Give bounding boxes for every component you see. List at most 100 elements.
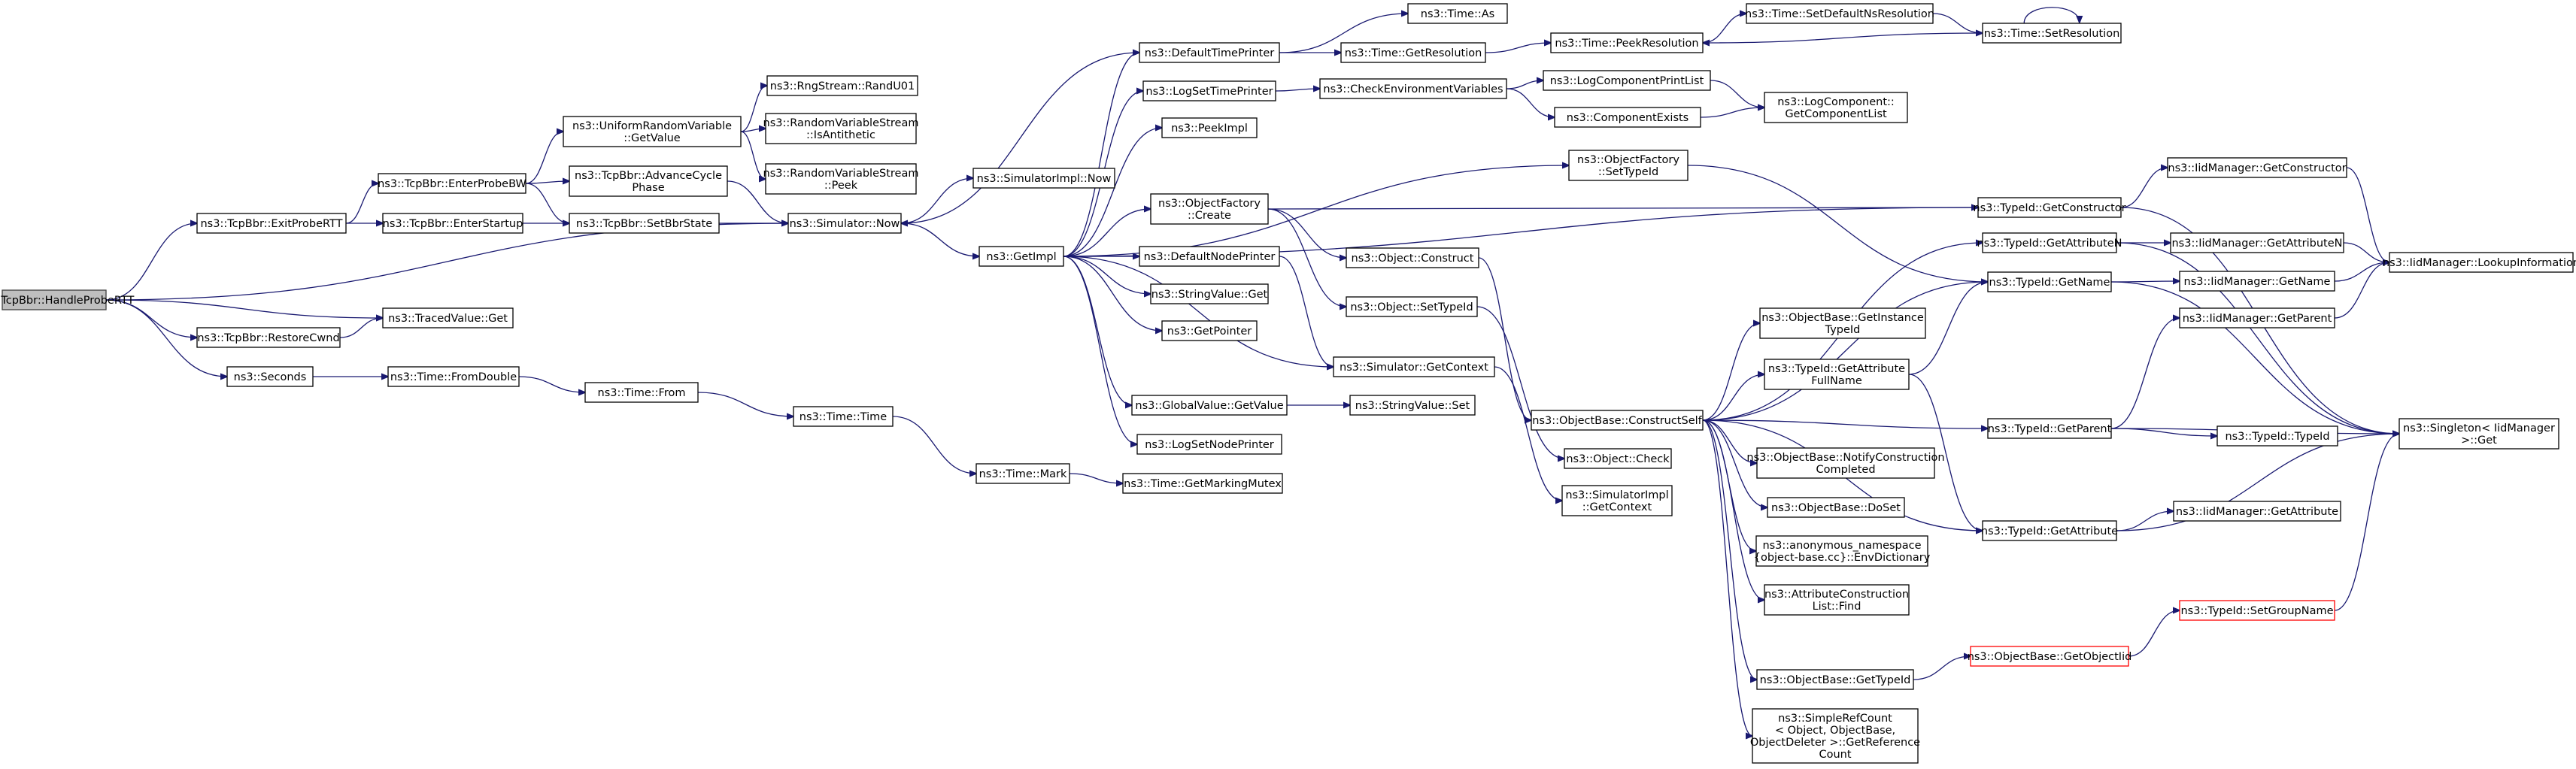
node-get-pointer[interactable]: ns3::GetPointer [1161,320,1258,341]
node-type-id-get-parent[interactable]: ns3::TypeId::GetParent [1987,418,2112,439]
node-box [382,213,523,234]
node-object-set-type-id[interactable]: ns3::Object::SetTypeId [1346,296,1478,317]
node-set-bbr-state[interactable]: ns3::TcpBbr::SetBbrState [569,213,720,234]
node-label: ::GetValue [624,132,681,144]
node-label: ns3::RandomVariableStream [763,168,919,180]
node-box [979,246,1064,267]
node-type-id-get-name[interactable]: ns3::TypeId::GetName [1987,271,2112,292]
node-simulator-get-context[interactable]: ns3::Simulator::GetContext [1333,356,1495,377]
node-type-id-get-constructor[interactable]: ns3::TypeId::GetConstructor [1973,197,2126,218]
node-type-id-set-group-name[interactable]: ns3::TypeId::SetGroupName [2179,600,2335,621]
node-global-value-get-value[interactable]: ns3::GlobalValue::GetValue [1131,395,1288,416]
node-time-set-resolution[interactable]: ns3::Time::SetResolution [1982,23,2122,44]
node-time-as[interactable]: ns3::Time::As [1407,3,1508,24]
node-label: ns3::ObjectBase::GetObjectIid [1968,651,2132,663]
node-label: ns3::Object::Check [1566,453,1670,465]
node-default-node-printer[interactable]: ns3::DefaultNodePrinter [1139,246,1280,267]
node-object-base-do-set[interactable]: ns3::ObjectBase::DoSet [1767,497,1905,518]
node-object-base-notify-construction-completed[interactable]: ns3::ObjectBase::NotifyConstructionCompl… [1746,447,1945,479]
node-object-base-get-type-id[interactable]: ns3::ObjectBase::GetTypeId [1756,669,1914,690]
node-peek-stream[interactable]: ns3::RandomVariableStream::Peek [763,163,919,195]
node-label: ::Create [1188,210,1231,222]
node-string-value-get[interactable]: ns3::StringValue::Get [1150,283,1269,304]
edge-type-id-get-attribute-full-name-to-type-id-get-attribute [1908,374,1983,531]
node-get-impl[interactable]: ns3::GetImpl [979,246,1064,267]
node-iid-get-parent[interactable]: ns3::IidManager::GetParent [2179,307,2335,328]
node-box [2167,157,2347,178]
node-check-env-vars[interactable]: ns3::CheckEnvironmentVariables [1319,78,1507,99]
node-iid-get-attribute-n[interactable]: ns3::IidManager::GetAttributeN [2170,232,2344,253]
node-enter-probe-bw[interactable]: ns3::TcpBbr::EnterProbeBW [378,173,526,194]
node-component-exists[interactable]: ns3::ComponentExists [1554,107,1701,128]
node-label: ns3::TracedValue::Get [388,313,508,325]
node-get-marking-mutex[interactable]: ns3::Time::GetMarkingMutex [1122,473,1283,494]
node-seconds[interactable]: ns3::Seconds [226,366,314,387]
node-handle-probe-rtt[interactable]: ns3::TcpBbr::HandleProbeRTT [0,289,134,310]
node-exit-probe-rtt[interactable]: ns3::TcpBbr::ExitProbeRTT [196,213,347,234]
node-restore-cwnd[interactable]: ns3::TcpBbr::RestoreCwnd [196,327,341,348]
node-object-base-construct-self[interactable]: ns3::ObjectBase::ConstructSelf [1531,410,1704,431]
edge-enter-probe-bw-to-uniform-get-value [525,132,563,184]
function-nodes: ns3::TcpBbr::HandleProbeRTTns3::TcpBbr::… [0,3,2576,764]
node-label: ns3::Seconds [234,371,307,383]
node-object-factory-set-type-id[interactable]: ns3::ObjectFactory::SetTypeId [1568,150,1689,181]
node-iid-get-constructor[interactable]: ns3::IidManager::GetConstructor [2167,157,2347,178]
node-type-id-get-attribute[interactable]: ns3::TypeId::GetAttribute [1981,520,2118,541]
node-time-mark[interactable]: ns3::Time::Mark [975,463,1070,484]
node-object-factory-create[interactable]: ns3::ObjectFactory::Create [1150,193,1269,225]
node-enter-startup[interactable]: ns3::TcpBbr::EnterStartup [382,213,523,234]
edge-get-impl-to-log-set-node-printer [1063,256,1137,444]
node-uniform-get-value[interactable]: ns3::UniformRandomVariable::GetValue [563,116,742,147]
node-box [1977,197,2122,218]
node-object-construct[interactable]: ns3::Object::Construct [1346,247,1479,268]
node-type-id-get-attribute-n[interactable]: ns3::TypeId::GetAttributeN [1977,232,2122,253]
node-label: ns3::IidManager::LookupInformation [2383,257,2576,269]
node-label: ns3::StringValue::Set [1355,400,1470,412]
node-sim-impl-get-context[interactable]: ns3::SimulatorImpl::GetContext [1561,485,1673,516]
node-label: ns3::anonymous_namespace [1762,540,1921,552]
node-env-dictionary[interactable]: ns3::anonymous_namespace{object-base.cc}… [1754,535,1931,567]
node-simulator-now[interactable]: ns3::Simulator::Now [787,213,902,234]
node-time-get-resolution[interactable]: ns3::Time::GetResolution [1340,42,1486,63]
edge-simulator-now-to-get-impl [900,223,979,256]
edge-time-set-default-ns-resolution-to-time-set-resolution [1932,13,1983,33]
node-time-peek-resolution[interactable]: ns3::Time::PeekResolution [1550,32,1704,53]
node-label: ns3::StringValue::Get [1151,289,1268,301]
node-label: {object-base.cc}::EnvDictionary [1754,552,1931,564]
edge-object-base-construct-self-to-simple-ref-count-get-reference-count [1702,419,1752,736]
node-object-check[interactable]: ns3::Object::Check [1564,448,1672,469]
node-is-antithetic[interactable]: ns3::RandomVariableStream::IsAntithetic [763,113,919,144]
node-sim-impl-now[interactable]: ns3::SimulatorImpl::Now [972,168,1115,189]
node-peek-impl[interactable]: ns3::PeekImpl [1161,117,1258,138]
edge-enter-probe-bw-to-set-bbr-state [525,183,569,223]
node-time-from-double[interactable]: ns3::Time::FromDouble [387,366,520,387]
node-box [1756,447,1935,479]
node-string-value-set[interactable]: ns3::StringValue::Set [1349,395,1476,416]
node-label: ns3::DefaultNodePrinter [1144,251,1276,263]
node-label: ::SetTypeId [1598,166,1658,178]
node-iid-get-name[interactable]: ns3::IidManager::GetName [2179,271,2335,292]
node-object-base-get-object-iid[interactable]: ns3::ObjectBase::GetObjectIid [1968,646,2132,667]
node-time-set-default-ns-resolution[interactable]: ns3::Time::SetDefaultNsResolution [1745,3,1934,24]
node-type-id-type-id[interactable]: ns3::TypeId::TypeId [2216,425,2338,447]
node-rand-u01[interactable]: ns3::RngStream::RandU01 [766,75,918,96]
node-traced-value-get[interactable]: ns3::TracedValue::Get [382,307,514,328]
node-singleton-get[interactable]: ns3::Singleton< IidManager>::Get [2399,418,2559,450]
node-iid-get-attribute[interactable]: ns3::IidManager::GetAttribute [2173,501,2341,522]
node-iid-lookup-information[interactable]: ns3::IidManager::LookupInformation [2383,252,2576,273]
node-time-time[interactable]: ns3::Time::Time [793,406,894,427]
node-box [1564,448,1672,469]
node-label: ns3::TcpBbr::EnterStartup [383,218,523,230]
node-default-time-printer[interactable]: ns3::DefaultTimePrinter [1139,42,1280,63]
node-simple-ref-count-get-reference-count[interactable]: ns3::SimpleRefCount< Object, ObjectBase,… [1750,708,1920,764]
node-time-from[interactable]: ns3::Time::From [584,382,699,403]
node-log-set-time-printer[interactable]: ns3::LogSetTimePrinter [1142,80,1276,101]
edge-iid-get-name-to-iid-lookup-information [2334,262,2389,282]
node-log-component-get-list[interactable]: ns3::LogComponent::GetComponentList [1764,92,1908,123]
node-log-component-print-list[interactable]: ns3::LogComponentPrintList [1543,70,1711,91]
node-log-set-node-printer[interactable]: ns3::LogSetNodePrinter [1136,434,1282,455]
